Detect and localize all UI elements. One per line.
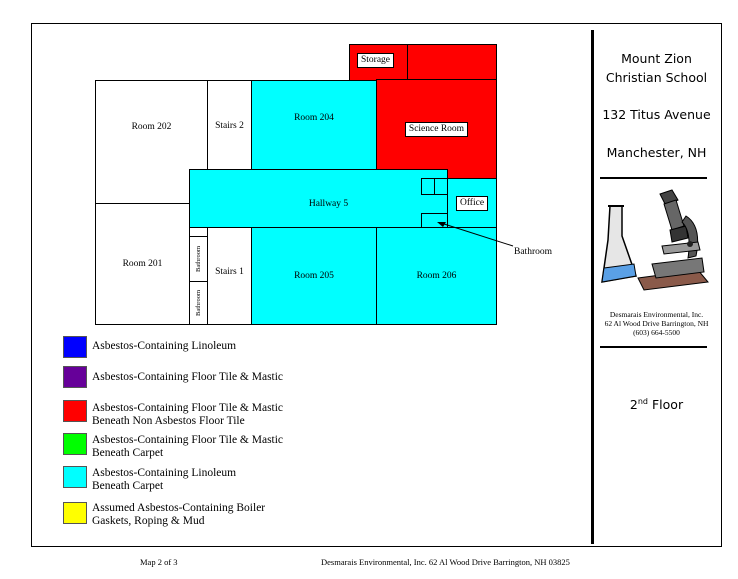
hallway-closet-2 — [434, 178, 448, 195]
storage-wall — [407, 44, 408, 80]
room-206: Room 206 — [376, 227, 497, 325]
label-room-205: Room 205 — [294, 271, 334, 281]
sidebar-divider — [591, 30, 594, 544]
school-city: Manchester, NH — [606, 145, 707, 160]
footer-company: Desmarais Environmental, Inc. 62 Al Wood… — [321, 557, 570, 567]
legend-swatch-green — [63, 433, 87, 455]
footer-map-number: Map 2 of 3 — [140, 557, 178, 567]
sidebar-rule-bottom — [600, 346, 707, 348]
legend-swatch-blue — [63, 336, 87, 358]
legend-swatch-red — [63, 400, 87, 422]
label-room-201: Room 201 — [122, 259, 163, 269]
room-201: Room 201 — [95, 203, 190, 325]
label-room-202: Room 202 — [131, 122, 172, 132]
label-room-204: Room 204 — [294, 113, 334, 123]
label-office: Office — [455, 195, 489, 211]
hallway-5: Hallway 5 — [189, 169, 448, 228]
stairs-1: Stairs 1 — [207, 227, 252, 325]
label-stairs-2: Stairs 2 — [215, 121, 244, 131]
label-room-206: Room 206 — [416, 271, 457, 281]
map-frame — [31, 23, 722, 547]
legend-swatch-cyan — [63, 466, 87, 488]
office: Office — [447, 178, 497, 228]
label-science-room: Science Room — [404, 121, 469, 137]
sidebar-rule-top — [600, 177, 707, 179]
legend-text-2: Asbestos-Containing Floor Tile & Mastic — [92, 371, 284, 383]
school-address: 132 Titus Avenue — [602, 107, 711, 122]
room-science-room: Science Room — [376, 79, 497, 179]
label-storage: Storage — [357, 53, 395, 68]
label-hallway-5: Hallway 5 — [308, 198, 349, 209]
school-name: Mount Zion Christian School — [605, 51, 708, 85]
label-bathroom-callout: Bathroom — [514, 247, 552, 257]
room-204: Room 204 — [251, 80, 377, 180]
legend-swatch-purple — [63, 366, 87, 388]
science-logo-icon — [601, 189, 709, 291]
label-stairs-1: Stairs 1 — [215, 267, 244, 277]
legend-swatch-yellow — [63, 502, 87, 524]
floor-label: 2nd Floor — [629, 397, 684, 413]
company-info: Desmarais Environmental, Inc. 62 Al Wood… — [604, 310, 709, 337]
legend-text-1: Asbestos-Containing Linoleum — [92, 340, 237, 352]
